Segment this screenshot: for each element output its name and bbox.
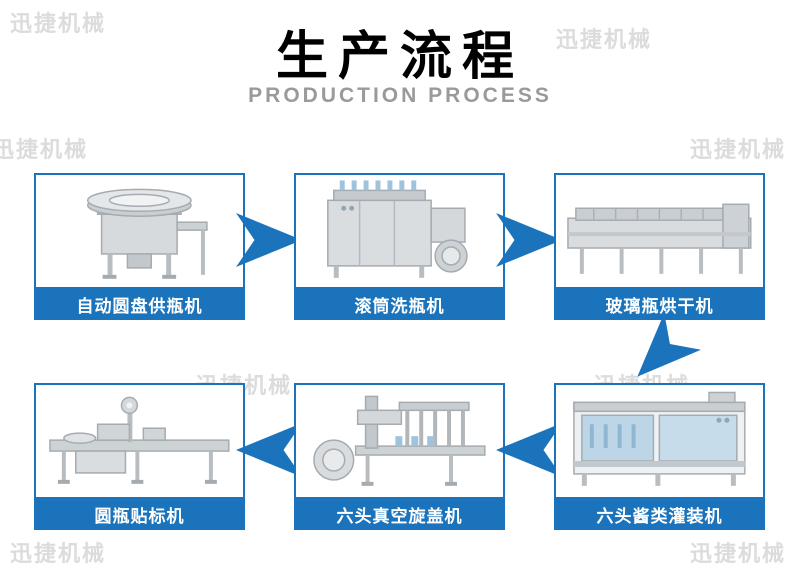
watermark-text: 迅捷机械	[10, 11, 107, 36]
step-image-box-bottle-feeder	[34, 173, 245, 289]
round-bottle-labeling-machine-icon	[49, 397, 230, 485]
six-head-vacuum-capping-machine-icon	[313, 396, 486, 487]
step-label-vacuum-capper: 六头真空旋盖机	[294, 499, 505, 530]
step-label-bottle-washer: 滚筒洗瓶机	[294, 289, 505, 320]
page-title: 生产流程	[275, 28, 524, 86]
step-image-box-sauce-filler	[554, 383, 765, 499]
step-label-bottle-feeder: 自动圆盘供瓶机	[34, 289, 245, 320]
page-subtitle: PRODUCTION PROCESS	[248, 84, 552, 107]
step-image-box-bottle-labeler	[34, 383, 245, 499]
rotary-disc-bottle-feeder-icon	[87, 189, 208, 280]
step-label-bottle-labeler: 圆瓶贴标机	[34, 499, 245, 530]
flow-arrow-left-2	[496, 423, 562, 477]
step-image-box-vacuum-capper	[294, 383, 505, 499]
watermark-text: 迅捷机械	[10, 541, 107, 566]
step-image-box-bottle-washer	[294, 173, 505, 289]
watermark-text: 迅捷机械	[690, 541, 787, 566]
step-image-box-bottle-dryer	[554, 173, 765, 289]
watermark-text: 迅捷机械	[690, 137, 787, 162]
step-label-bottle-dryer: 玻璃瓶烘干机	[554, 289, 765, 320]
watermark-text: 迅捷机械	[556, 27, 653, 52]
step-label-sauce-filler: 六头酱类灌装机	[554, 499, 765, 530]
flow-arrow-right-1	[236, 213, 302, 267]
flow-arrow-right-2	[496, 213, 562, 267]
watermark-text: 迅捷机械	[0, 137, 89, 162]
glass-bottle-drying-machine-icon	[567, 203, 752, 275]
drum-bottle-washer-icon	[327, 180, 468, 279]
flow-arrow-left-1	[236, 423, 302, 477]
six-head-sauce-filling-machine-icon	[573, 392, 746, 487]
